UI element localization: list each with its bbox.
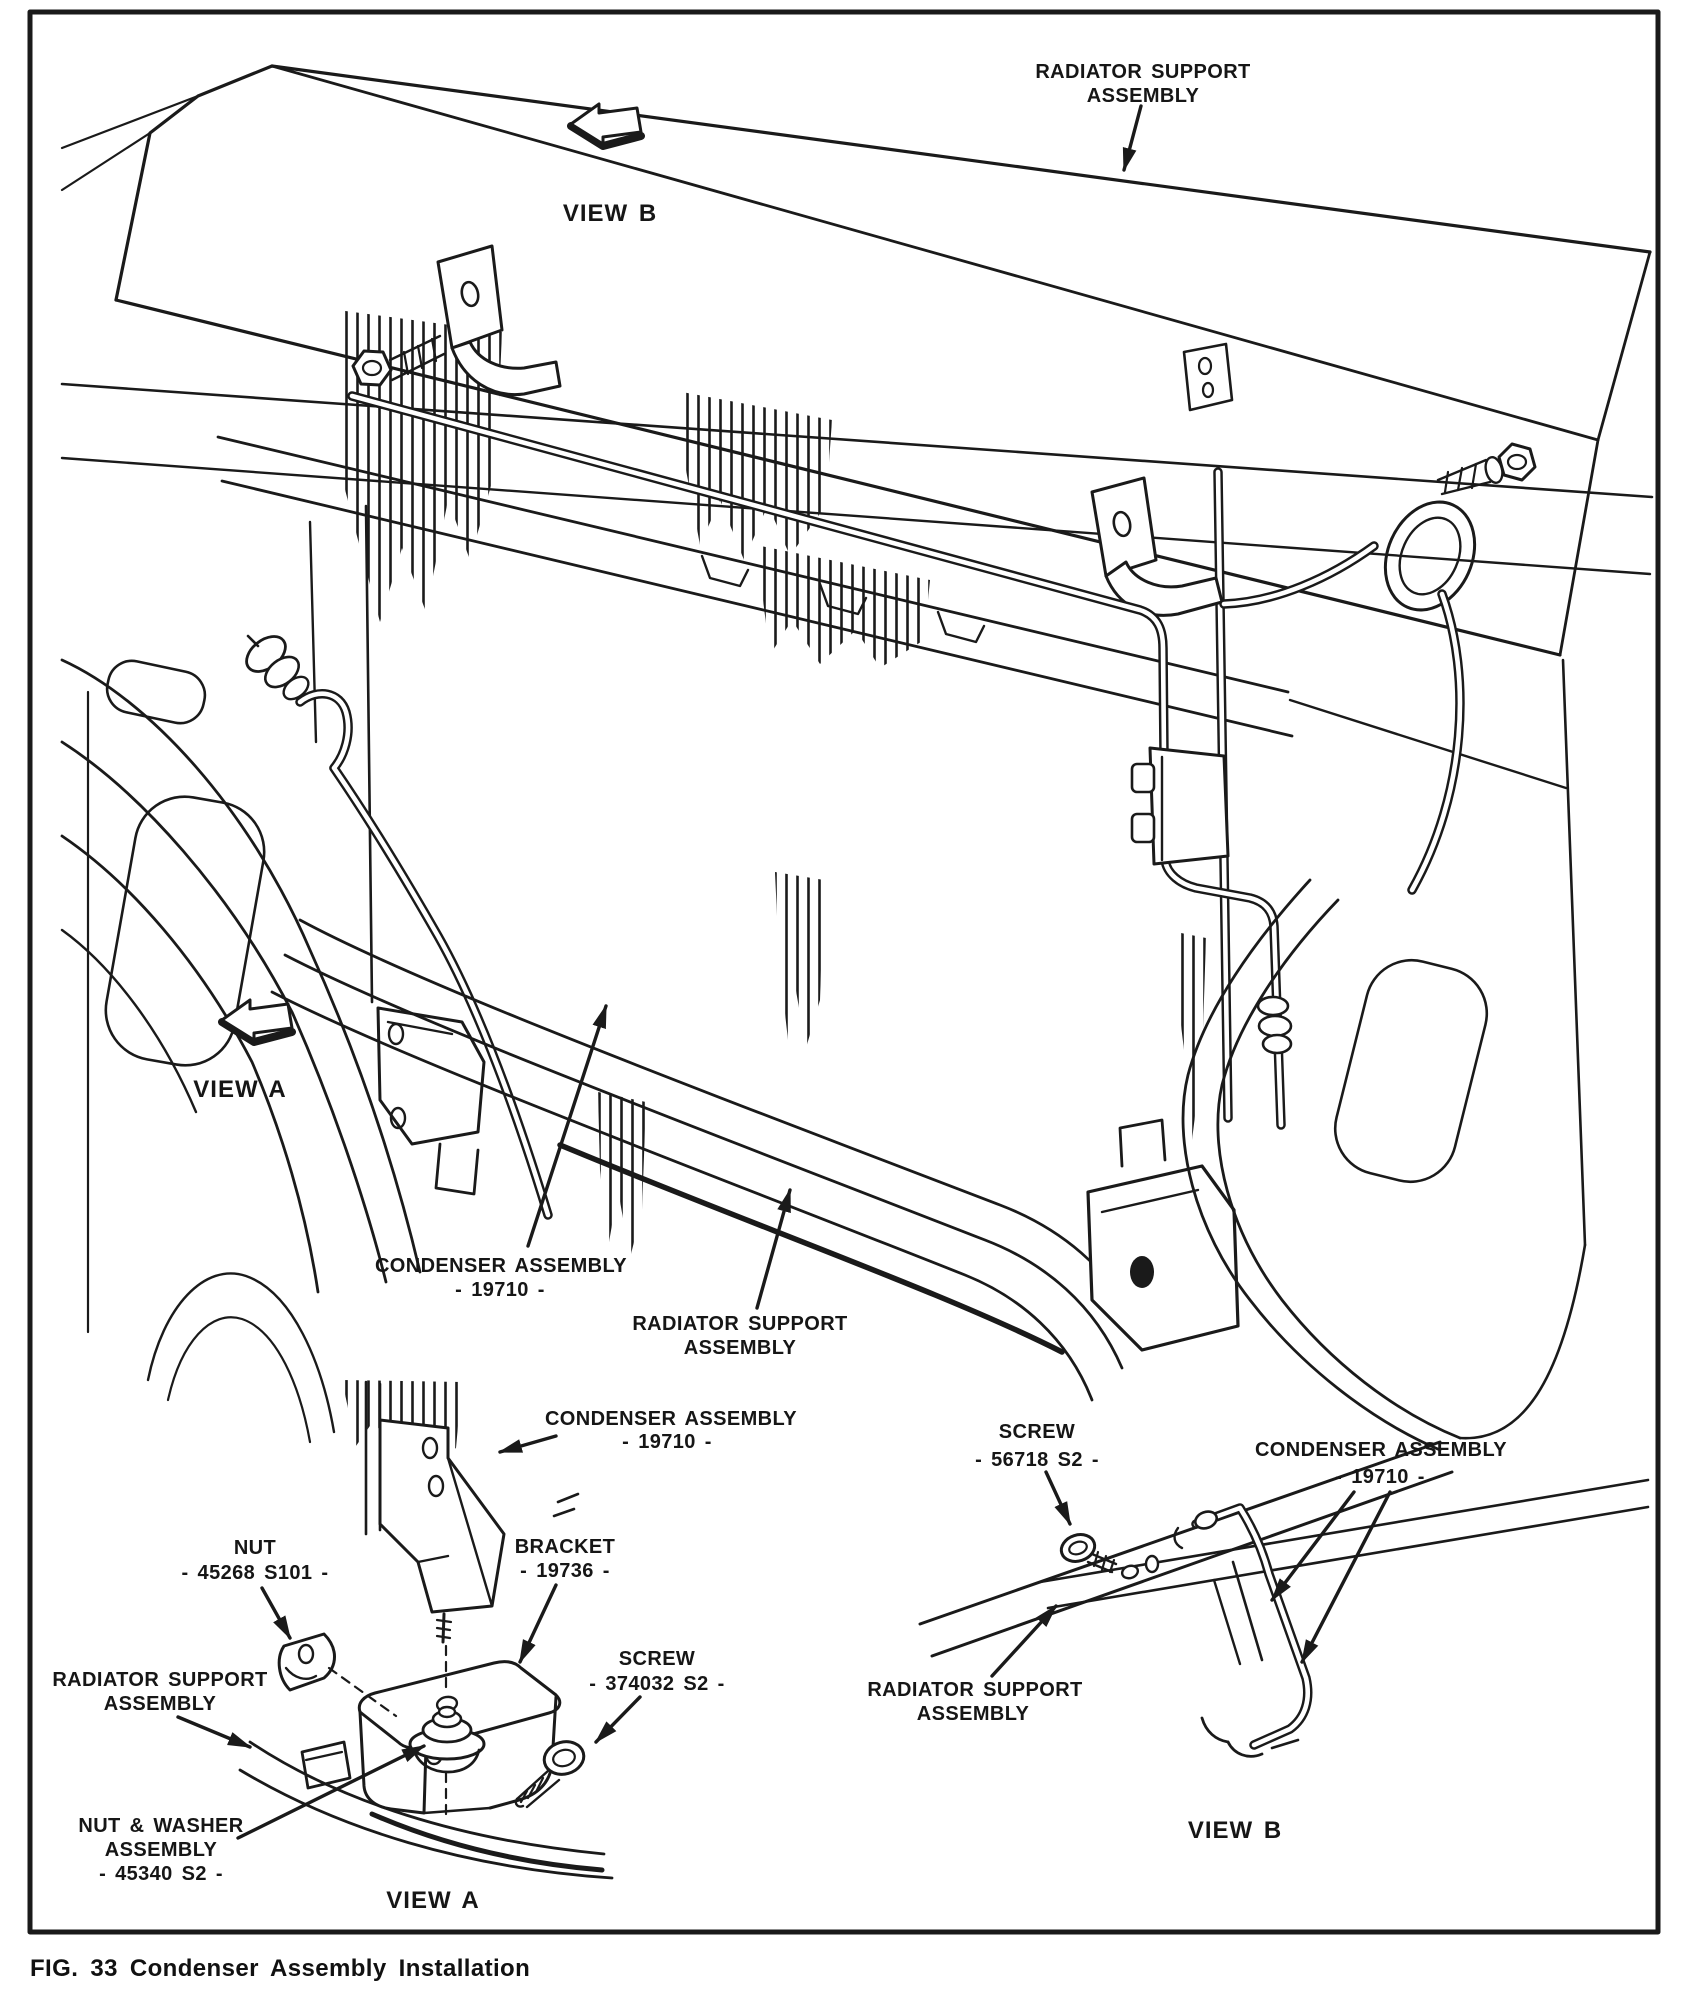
view-a-condenser-leader-arrow <box>498 1434 558 1454</box>
view-a-radiator-support-label-line1: RADIATOR SUPPORT <box>52 1669 267 1691</box>
view-b-condenser-label-line1: CONDENSER ASSEMBLY <box>1255 1439 1507 1461</box>
figure-border <box>27 9 1661 1935</box>
view-a-title: VIEW A <box>386 1887 479 1914</box>
view-b-radiator-support-label-line1: RADIATOR SUPPORT <box>867 1679 1082 1701</box>
view-b-condenser-leader-arrow-1 <box>1270 1490 1356 1602</box>
view-a-nut-washer-label-line2: ASSEMBLY <box>105 1839 218 1861</box>
view-b-radiator-support-label-line2: ASSEMBLY <box>917 1703 1030 1725</box>
view-a-nut-label-line1: NUT <box>234 1537 276 1559</box>
view-a-marker-label: VIEW A <box>193 1076 286 1103</box>
upper-left-bracket <box>351 244 562 397</box>
condenser-main-leader-arrow <box>526 1004 608 1248</box>
view-a-nut-leader-arrow <box>260 1586 292 1640</box>
view-a-support-curves <box>238 1740 614 1880</box>
view-b-screw-label-line1: SCREW <box>999 1421 1075 1443</box>
main-view-labels: RADIATOR SUPPORT ASSEMBLY VIEW B VIEW A … <box>193 61 1250 1359</box>
view-b-marker-label: VIEW B <box>563 200 657 227</box>
upper-right-bracket <box>1090 342 1234 617</box>
view-a-nut-washer-assembly <box>408 1705 486 1774</box>
condenser-tube-upper <box>347 391 1286 1130</box>
view-a-radiator-support-leader-arrow <box>176 1715 252 1749</box>
view-a-detail-drawing <box>238 1380 614 1880</box>
lower-left-mount-bracket <box>376 1006 486 1196</box>
view-a-screw-label-line1: SCREW <box>619 1648 695 1670</box>
view-a-bracket-leader-arrow <box>518 1583 558 1664</box>
view-a-nut-washer-leader-arrow <box>236 1744 426 1840</box>
radiator-support-top-leader-arrow <box>1122 104 1143 172</box>
tube-union-fitting <box>1256 995 1293 1055</box>
radiator-support-top-label-line1: RADIATOR SUPPORT <box>1035 61 1250 83</box>
right-top-screw <box>1436 442 1537 496</box>
tube-hinge-clamp <box>1130 746 1230 866</box>
view-a-nut-washer-label-line1: NUT & WASHER <box>78 1815 243 1837</box>
view-b-screw-label-line2: - 56718 S2 - <box>975 1449 1099 1471</box>
view-b-title: VIEW B <box>1188 1817 1282 1844</box>
view-a-bracket-label-line1: BRACKET <box>515 1536 616 1558</box>
view-a-condenser-label-line2: - 19710 - <box>622 1431 712 1453</box>
view-a-nut <box>277 1632 336 1692</box>
view-b-labels: SCREW - 56718 S2 - CONDENSER ASSEMBLY - … <box>867 1421 1507 1844</box>
condenser-main-label-line1: CONDENSER ASSEMBLY <box>375 1255 627 1277</box>
condenser-main-label-line2: - 19710 - <box>455 1279 545 1301</box>
left-fender-panel <box>60 658 422 1444</box>
view-b-direction-arrow-icon <box>567 102 645 150</box>
view-a-screw-label-line2: - 374032 S2 - <box>589 1673 724 1695</box>
view-a-nut-washer-label-line3: - 45340 S2 - <box>99 1863 223 1885</box>
view-a-bracket-19736 <box>300 1660 562 1815</box>
main-view-drawing <box>60 64 1654 1452</box>
view-b-condenser-leader-arrow-2 <box>1300 1490 1392 1664</box>
view-a-radiator-support-label-line2: ASSEMBLY <box>104 1693 217 1715</box>
view-b-support-bar <box>918 1440 1650 1658</box>
condenser-tube-left <box>295 689 553 1220</box>
view-b-screw <box>1059 1533 1160 1580</box>
view-a-bracket-label-line2: - 19736 - <box>520 1560 610 1582</box>
view-b-condenser-label-line2: - 19710 - <box>1335 1466 1425 1488</box>
tube-hook-bracket <box>1219 500 1477 895</box>
right-fender-panel <box>1181 658 1587 1452</box>
view-b-detail-drawing <box>918 1440 1650 1758</box>
view-a-nut-label-line2: - 45268 S101 - <box>182 1562 329 1584</box>
lower-right-mount-bracket <box>1086 1118 1240 1352</box>
view-a-screw-leader-arrow <box>594 1695 642 1744</box>
leader-arrows <box>176 104 1392 1840</box>
upper-left-screw <box>351 334 446 387</box>
view-a-labels: CONDENSER ASSEMBLY - 19710 - NUT - 45268… <box>52 1408 797 1914</box>
figure-caption: FIG. 33 Condenser Assembly Installation <box>30 1955 530 1982</box>
view-a-condenser-label-line1: CONDENSER ASSEMBLY <box>545 1408 797 1430</box>
radiator-support-bottom-leader-arrow <box>755 1188 792 1310</box>
radiator-support-bottom-label-line2: ASSEMBLY <box>684 1337 797 1359</box>
view-a-centerlines <box>327 1644 448 1822</box>
view-a-condenser-bracket <box>378 1418 506 1644</box>
radiator-support-bottom-label-line1: RADIATOR SUPPORT <box>632 1313 847 1335</box>
view-b-radiator-support-leader-arrow <box>990 1604 1058 1678</box>
view-b-condenser-bracket <box>1173 1503 1313 1758</box>
tube-inlet-fitting <box>245 634 310 701</box>
view-b-screw-leader-arrow <box>1044 1470 1072 1526</box>
radiator-support-top-label-line2: ASSEMBLY <box>1087 85 1200 107</box>
view-a-direction-arrow-icon <box>218 998 296 1046</box>
view-a-screw <box>514 1740 586 1809</box>
condenser-fins-hatch <box>338 310 502 622</box>
